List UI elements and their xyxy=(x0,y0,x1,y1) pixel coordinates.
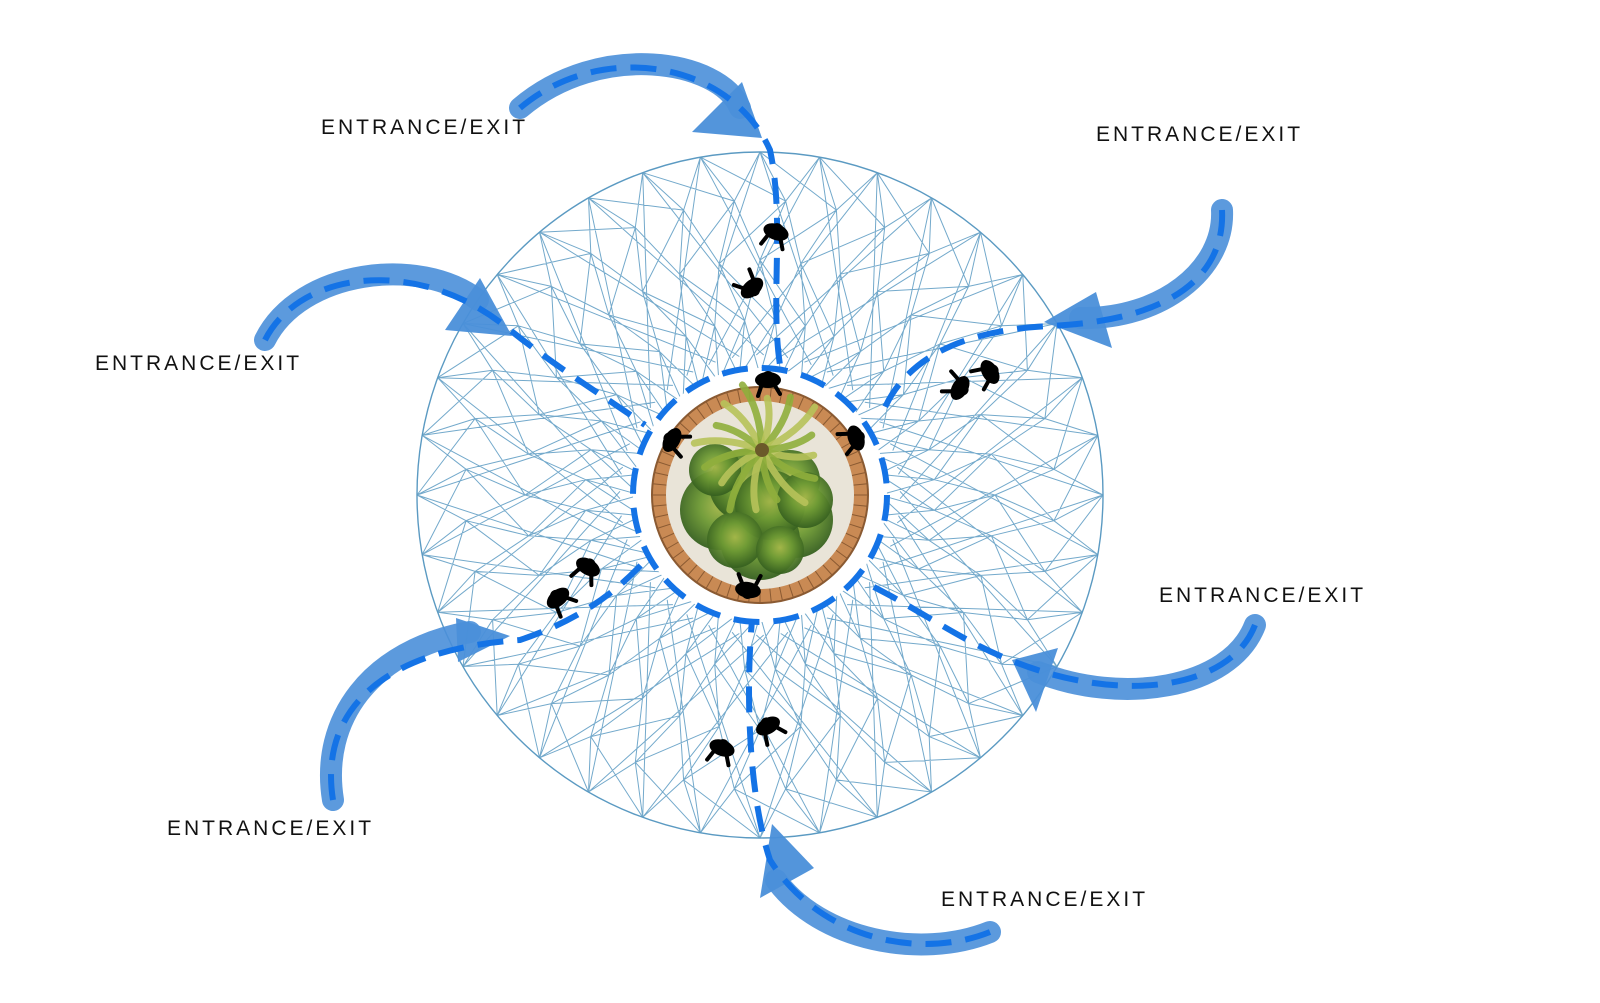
person-silhouette-icon xyxy=(755,371,782,398)
person-silhouette-icon xyxy=(662,428,693,459)
person-silhouette-icon xyxy=(546,587,579,619)
arrow-icon xyxy=(320,621,481,811)
person-silhouette-icon xyxy=(735,572,763,599)
person-silhouette-icon xyxy=(705,739,735,768)
person-silhouette-icon xyxy=(939,369,970,400)
entrance-label-top-right: ENTRANCE/EXIT xyxy=(1096,123,1304,146)
arrow-icon xyxy=(1069,199,1234,330)
arrow-head-icon xyxy=(692,82,762,138)
person-silhouette-icon xyxy=(756,716,788,747)
entrance-label-right: ENTRANCE/EXIT xyxy=(1159,584,1367,607)
entrance-label-bottom-left: ENTRANCE/EXIT xyxy=(167,817,375,840)
path-left xyxy=(262,277,647,428)
path-right xyxy=(868,582,1258,689)
arrow-bottom-left xyxy=(320,618,510,811)
arrow-head-icon xyxy=(456,618,510,662)
person-silhouette-icon xyxy=(969,360,1000,392)
arrow-bottom xyxy=(760,824,1001,956)
arrow-icon xyxy=(509,53,751,119)
arrow-icon xyxy=(1027,614,1266,700)
path-bottom-left xyxy=(328,553,653,801)
inner-loop-path xyxy=(630,365,890,625)
people-group xyxy=(546,223,1000,768)
person-silhouette-icon xyxy=(569,557,600,588)
circulation-paths xyxy=(262,64,1258,947)
arrow-head-icon xyxy=(760,824,814,898)
entrance-label-bottom: ENTRANCE/EXIT xyxy=(941,888,1149,911)
arrow-top xyxy=(509,53,762,138)
path-bottom xyxy=(746,619,992,947)
arrow-left xyxy=(254,263,512,351)
person-silhouette-icon xyxy=(835,425,865,457)
central-planter xyxy=(633,368,887,622)
foliage xyxy=(680,444,833,580)
arrow-head-icon xyxy=(1044,292,1112,348)
path-top-right xyxy=(877,209,1226,421)
mesh-outer-ring xyxy=(416,151,1104,839)
path-top xyxy=(518,64,783,366)
person-silhouette-icon xyxy=(731,267,764,299)
entrance-label-left: ENTRANCE/EXIT xyxy=(95,352,303,375)
bench-slats xyxy=(652,387,868,603)
arrow-icon xyxy=(765,869,1001,956)
entrance-label-top-left: ENTRANCE/EXIT xyxy=(321,116,529,139)
person-silhouette-icon xyxy=(759,223,789,252)
palm-tree-icon xyxy=(690,381,819,514)
tensile-mesh-canopy xyxy=(416,151,1104,839)
arrow-icon xyxy=(254,263,489,351)
